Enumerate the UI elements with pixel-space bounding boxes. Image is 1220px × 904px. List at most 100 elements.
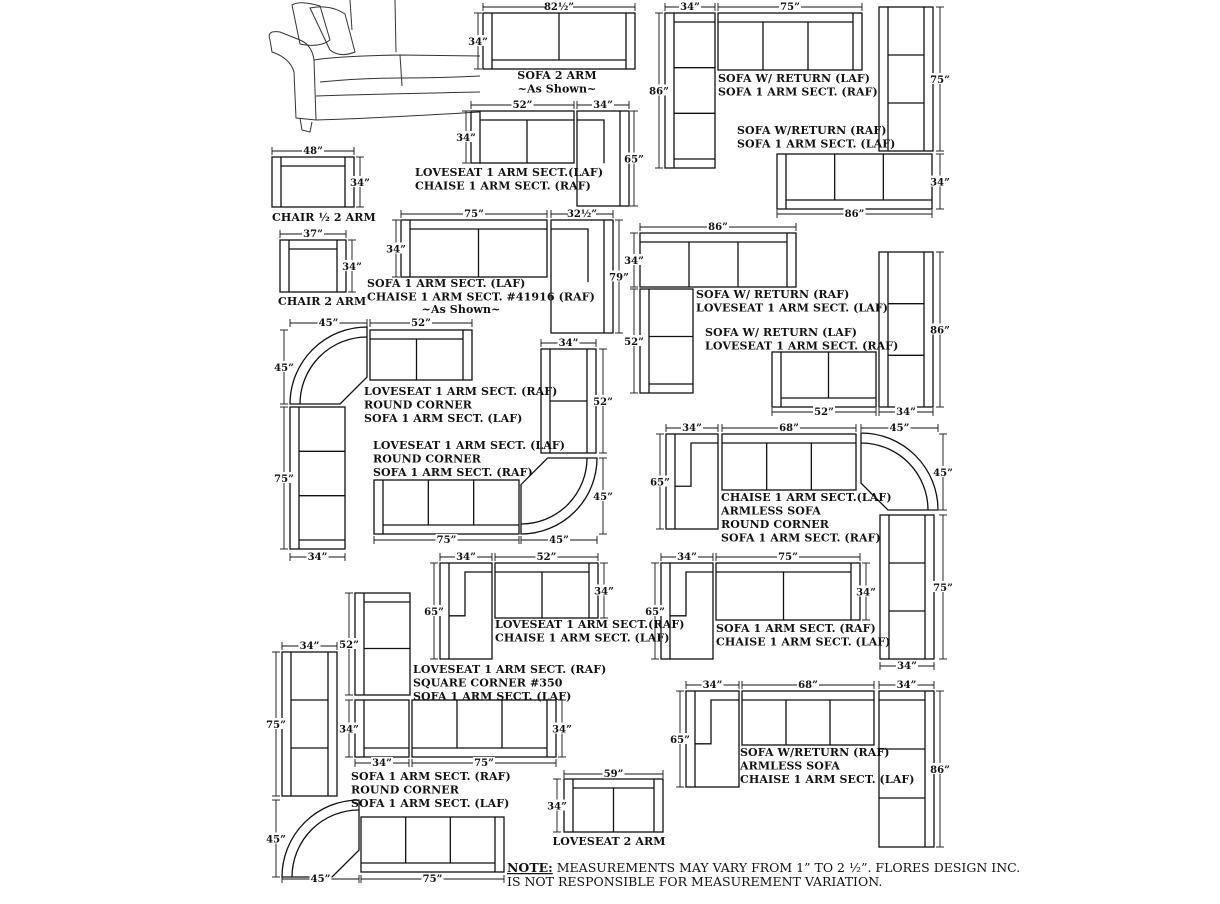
- sofa-laf-section: [400, 219, 548, 278]
- section-outline: [771, 351, 877, 408]
- dimension-label: 34”: [552, 725, 572, 736]
- dimension-label-bg: [929, 175, 951, 187]
- configuration-labels: 82½”34”SOFA 2 ARM~As Shown~48”34”CHAIR ½…: [266, 2, 953, 885]
- vertical-dimension: [467, 12, 489, 70]
- armless-sofa-section: [721, 433, 857, 491]
- label-line: SOFA 1 ARM SECT. (LAF): [413, 690, 571, 703]
- dimension-label-bg: [623, 254, 645, 265]
- label-as-shown-2: ~As Shown~: [422, 303, 501, 316]
- dimension-label: 34”: [897, 680, 917, 691]
- label-line: LOVESEAT 1 ARM SECT. (RAF): [364, 385, 558, 398]
- loveseat-2-arm: [563, 778, 664, 833]
- vertical-dimension: [455, 110, 477, 164]
- dimension-label: 34”: [677, 552, 697, 563]
- horizontal-dimension: [878, 406, 934, 416]
- dimension-label-bg: [548, 534, 570, 544]
- dimension-label-bg: [265, 832, 287, 844]
- dimension-label: 45”: [890, 423, 910, 434]
- label-loveseat-raf-chaise-laf: LOVESEAT 1 ARM SECT.(RAF)CHAISE 1 ARM SE…: [495, 618, 685, 645]
- label-line: CHAIR ½ 2 ARM: [272, 211, 376, 224]
- dimension-label-bg: [338, 722, 360, 734]
- section-outline: [470, 110, 575, 164]
- label-line: CHAISE 1 ARM SECT. #41916 (RAF): [367, 291, 595, 304]
- dimension-label-bg: [648, 84, 670, 96]
- section-outline: [660, 562, 714, 660]
- dimension-label: 45”: [549, 535, 569, 546]
- corner-back-line: [860, 442, 929, 511]
- label-line: ROUND CORNER: [721, 518, 830, 531]
- dimension-label: 75”: [933, 583, 953, 594]
- loveseat-raf-horiz-section: [771, 351, 877, 408]
- horizontal-dimension: [289, 317, 368, 327]
- label-sofa-laf-chaise-raf: SOFA 1 ARM SECT. (LAF)CHAISE 1 ARM SECT.…: [367, 277, 595, 304]
- sofa-sketch-illustration: [268, 0, 481, 133]
- dimension-label: 34”: [456, 552, 476, 563]
- vertical-dimension: [932, 433, 954, 511]
- label-line: LOVESEAT 1 ARM SECT.(LAF): [415, 166, 603, 179]
- chaise-laf-section: [665, 433, 719, 530]
- horizontal-dimension: [494, 551, 599, 561]
- horizontal-dimension: [721, 422, 857, 432]
- dimension-label: 52”: [814, 407, 834, 418]
- dimension-label: 86”: [845, 209, 865, 220]
- horizontal-dimension: [563, 768, 664, 778]
- dimension-label-bg: [535, 551, 558, 561]
- label-line: CHAISE 1 ARM SECT. (LAF): [716, 636, 891, 649]
- dimension-label-bg: [546, 799, 568, 811]
- horizontal-dimension: [540, 337, 597, 347]
- dimension-label-bg: [273, 472, 295, 483]
- vertical-dimension: [929, 153, 951, 210]
- label-line: SOFA W/RETURN (RAF): [737, 124, 887, 137]
- vertical-dimension: [265, 799, 287, 878]
- vertical-dimension: [385, 219, 407, 278]
- dimension-label-bg: [778, 422, 800, 432]
- vertical-dimension: [546, 778, 568, 833]
- dimension-label-bg: [602, 768, 625, 778]
- label-line: LOVESEAT 1 ARM SECT.(RAF): [495, 618, 685, 631]
- label-line: SOFA 1 ARM SECT. (LAF): [367, 277, 525, 290]
- horizontal-dimension: [771, 406, 877, 416]
- dimension-label-bg: [302, 145, 324, 155]
- loveseat-laf-vert-section-2: [540, 348, 597, 454]
- section-outline: [664, 12, 716, 169]
- horizontal-dimension: [520, 534, 598, 544]
- round-corner-3: [860, 432, 939, 511]
- dimension-label-bg: [455, 131, 477, 142]
- dimension-label: 34”: [897, 661, 917, 672]
- label-loveseat-2-arm: LOVESEAT 2 ARM: [552, 835, 665, 848]
- dimension-label-bg: [932, 466, 954, 477]
- dimension-label-bg: [338, 638, 360, 649]
- horizontal-dimension: [741, 679, 875, 689]
- section-outline: [439, 562, 493, 660]
- dimension-label-bg: [317, 317, 340, 327]
- label-line: CHAISE 1 ARM SECT. (LAF): [495, 632, 670, 645]
- horizontal-dimension: [639, 221, 797, 231]
- section-outline: [279, 239, 347, 293]
- horizontal-dimension: [715, 551, 861, 561]
- dimension-label: 52”: [537, 552, 557, 563]
- dimension-label-bg: [302, 228, 324, 238]
- back-line: [577, 119, 605, 164]
- dimension-label-bg: [676, 551, 698, 561]
- chaise-41916-section: [550, 219, 614, 334]
- dimension-label: 34”: [456, 133, 476, 144]
- vertical-dimension: [338, 592, 360, 696]
- section-outline: [717, 12, 863, 71]
- dimension-label: 65”: [624, 155, 644, 166]
- dimension-label-bg: [385, 242, 407, 254]
- sofa-return-raf-2-section: [639, 232, 797, 288]
- dimension-label: 52”: [593, 397, 613, 408]
- label-line: SOFA 1 ARM SECT. (RAF): [718, 86, 878, 99]
- dimension-label: 86”: [930, 765, 950, 776]
- dimension-label: 32½”: [567, 209, 597, 220]
- dimension-label: 34”: [468, 37, 488, 48]
- dimension-label-bg: [306, 551, 329, 561]
- dimension-label: 68”: [798, 680, 818, 691]
- dimension-label-bg: [473, 757, 495, 767]
- dimension-label: 86”: [649, 87, 669, 98]
- dimension-label: 75”: [274, 474, 294, 485]
- svg-text:NOTE: MEASUREMENTS MAY VARY FR: NOTE: MEASUREMENTS MAY VARY FROM 1” TO 2…: [507, 860, 1020, 875]
- dimension-label-bg: [623, 335, 645, 346]
- armless-sofa-section-2: [741, 690, 875, 746]
- label-line: SOFA 1 ARM SECT. (LAF): [364, 412, 522, 425]
